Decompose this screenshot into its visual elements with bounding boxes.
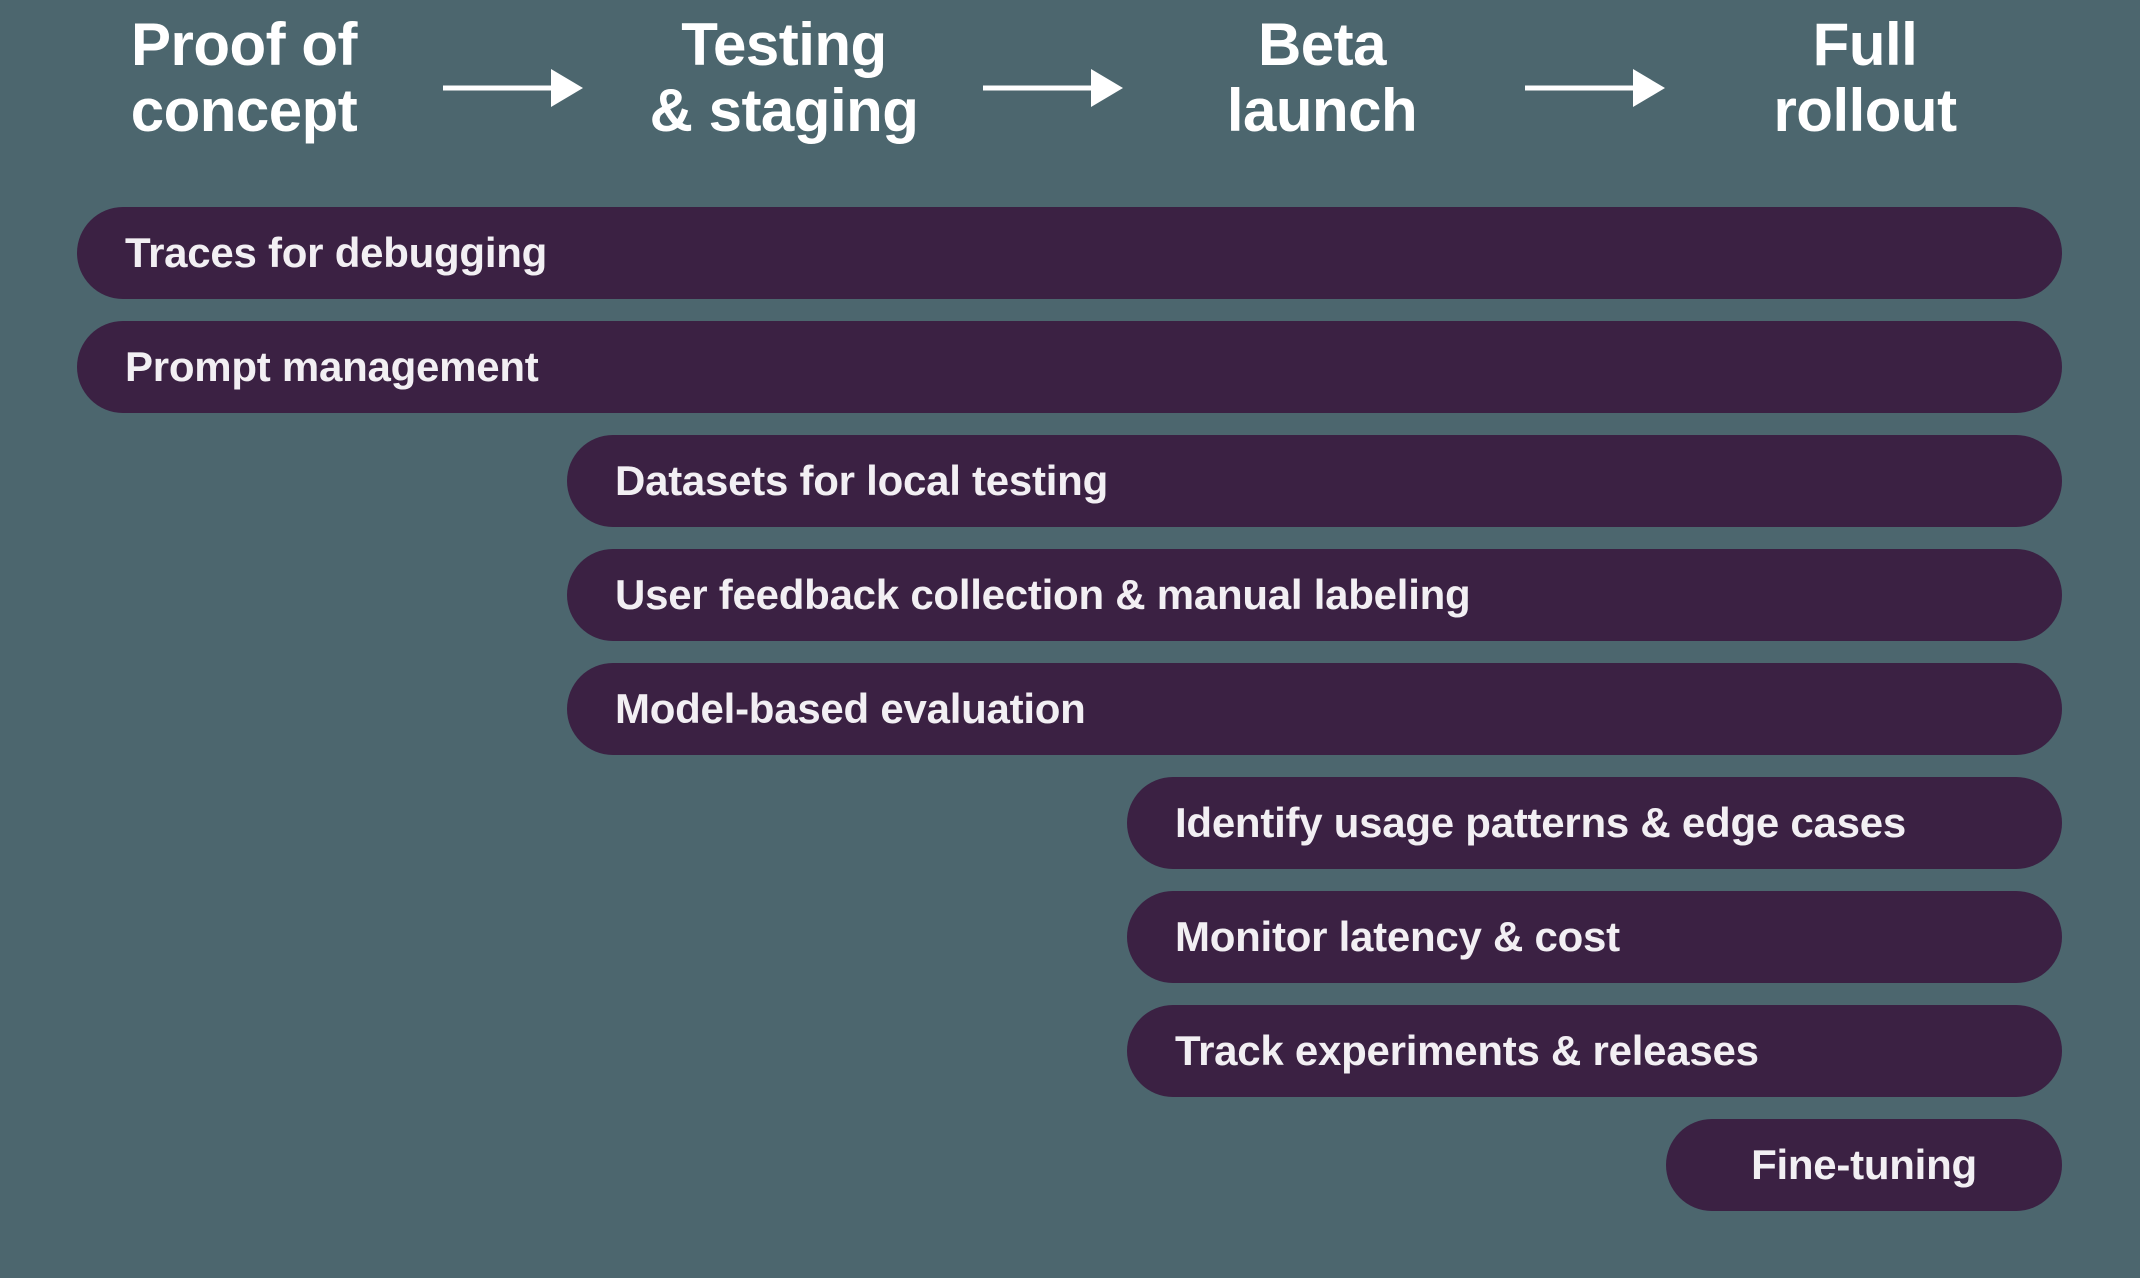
bar-user-feedback-collection: User feedback collection & manual labeli… bbox=[567, 549, 2062, 641]
bar-monitor-latency-cost: Monitor latency & cost bbox=[1127, 891, 2062, 983]
stage-header-full-rollout: Full rollout bbox=[1645, 12, 2085, 144]
stage-header-testing-staging: Testing & staging bbox=[564, 12, 1004, 144]
bar-label: Fine-tuning bbox=[1751, 1141, 1977, 1188]
stage-header-line: & staging bbox=[649, 77, 919, 144]
stage-header-line: concept bbox=[130, 77, 358, 144]
stage-header-line: Proof of bbox=[131, 11, 357, 78]
stage-header-proof-of-concept: Proof of concept bbox=[24, 12, 464, 144]
bar-label: Monitor latency & cost bbox=[1175, 913, 1620, 960]
bar-label: Datasets for local testing bbox=[615, 457, 1108, 504]
bar-fine-tuning: Fine-tuning bbox=[1666, 1119, 2062, 1211]
bar-datasets-for-local-testing: Datasets for local testing bbox=[567, 435, 2062, 527]
bar-label: Model-based evaluation bbox=[615, 685, 1086, 732]
bar-label: Track experiments & releases bbox=[1175, 1027, 1759, 1074]
bar-prompt-management: Prompt management bbox=[77, 321, 2062, 413]
bar-track-experiments-releases: Track experiments & releases bbox=[1127, 1005, 2062, 1097]
right-arrow-icon bbox=[983, 69, 1123, 107]
stage-header-line: Full bbox=[1812, 11, 1918, 78]
stage-header-line: Testing bbox=[681, 11, 887, 78]
stage-header-beta-launch: Beta launch bbox=[1102, 12, 1542, 144]
stage-header-line: rollout bbox=[1773, 77, 1957, 144]
bar-identify-usage-patterns: Identify usage patterns & edge cases bbox=[1127, 777, 2062, 869]
bar-label: Identify usage patterns & edge cases bbox=[1175, 799, 1906, 846]
stage-header-line: launch bbox=[1226, 77, 1418, 144]
bar-model-based-evaluation: Model-based evaluation bbox=[567, 663, 2062, 755]
stage-header-line: Beta bbox=[1257, 11, 1387, 78]
right-arrow-icon bbox=[443, 69, 583, 107]
bar-label: Prompt management bbox=[125, 343, 539, 390]
bar-label: User feedback collection & manual labeli… bbox=[615, 571, 1471, 618]
bar-label: Traces for debugging bbox=[125, 229, 548, 276]
bar-traces-for-debugging: Traces for debugging bbox=[77, 207, 2062, 299]
right-arrow-icon bbox=[1525, 69, 1665, 107]
